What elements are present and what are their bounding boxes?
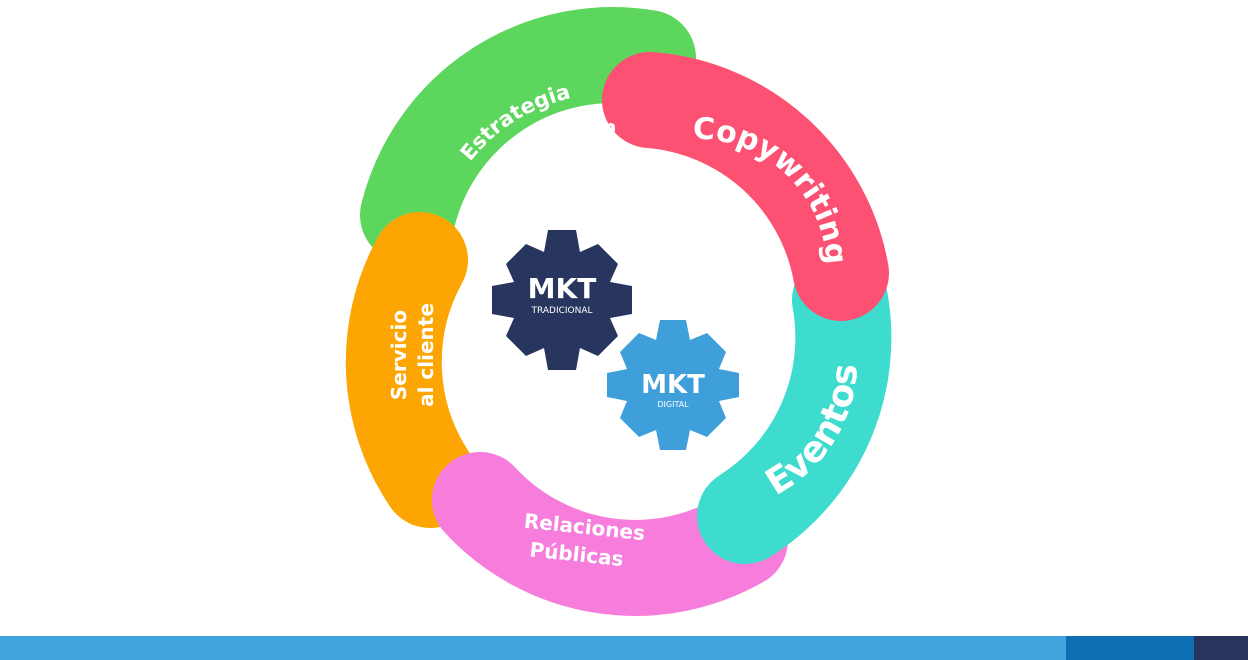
- gear-tradicional-title: MKT: [528, 272, 597, 305]
- gear-digital-subtitle: DIGITAL: [657, 400, 689, 409]
- ring-segment-eventos: [697, 252, 892, 564]
- footer-bar-segment-dark: [1194, 636, 1248, 660]
- label-servicio-line2: al cliente: [414, 303, 438, 407]
- label-servicio: Servicio al cliente: [387, 303, 438, 407]
- ring-segment-servicio: [345, 212, 478, 528]
- gear-mkt-digital: MKT DIGITAL: [607, 320, 739, 450]
- footer-bar: [0, 636, 1248, 660]
- ring-segment-estrategia: [360, 7, 696, 263]
- footer-bar-segment-light: [0, 636, 1066, 660]
- ring-segment-copywriting: [602, 52, 889, 321]
- label-servicio-line1: Servicio: [387, 310, 411, 400]
- footer-bar-segment-mid: [1066, 636, 1194, 660]
- gear-mkt-tradicional: MKT TRADICIONAL: [492, 230, 632, 370]
- ring-segment-relaciones: [432, 452, 788, 616]
- gear-tradicional-subtitle: TRADICIONAL: [530, 306, 592, 316]
- gear-digital-title: MKT: [641, 370, 705, 400]
